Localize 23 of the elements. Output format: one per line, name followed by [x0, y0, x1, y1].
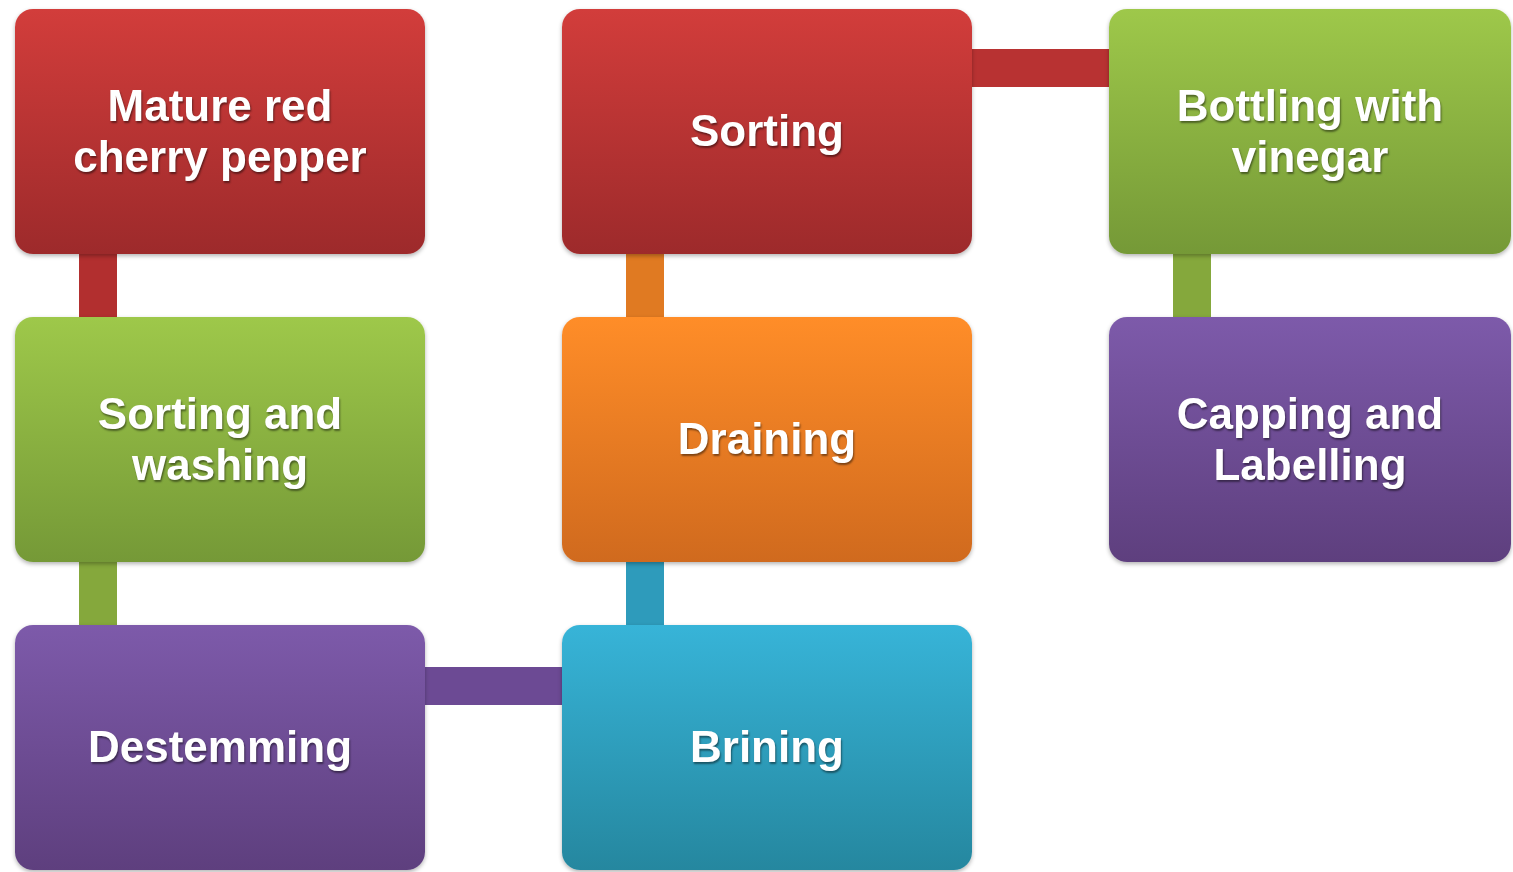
process-box: [15, 9, 425, 254]
process-box: [562, 625, 972, 870]
step-label: Capping and Labelling: [1175, 388, 1445, 491]
step-label: Bottling with vinegar: [1175, 80, 1445, 183]
step-label: Destemming: [86, 722, 354, 773]
connector-bar: [626, 562, 664, 625]
step-label: Sorting and washing: [96, 388, 344, 491]
step-label: Draining: [676, 414, 858, 465]
process-box: [562, 9, 972, 254]
step-label: Sorting: [689, 106, 845, 157]
connector-bar: [79, 562, 117, 625]
step-label: Brining: [689, 722, 845, 773]
connector-bar: [1173, 254, 1211, 317]
process-box: [15, 317, 425, 562]
connector-bar: [626, 254, 664, 317]
connector-bar: [425, 667, 562, 705]
process-box: [1109, 9, 1511, 254]
process-box: [1109, 317, 1511, 562]
process-box: [15, 625, 425, 870]
step-label: Mature red cherry pepper: [72, 80, 368, 183]
connector-bar: [79, 254, 117, 317]
process-box: [562, 317, 972, 562]
connector-bar: [972, 49, 1109, 87]
